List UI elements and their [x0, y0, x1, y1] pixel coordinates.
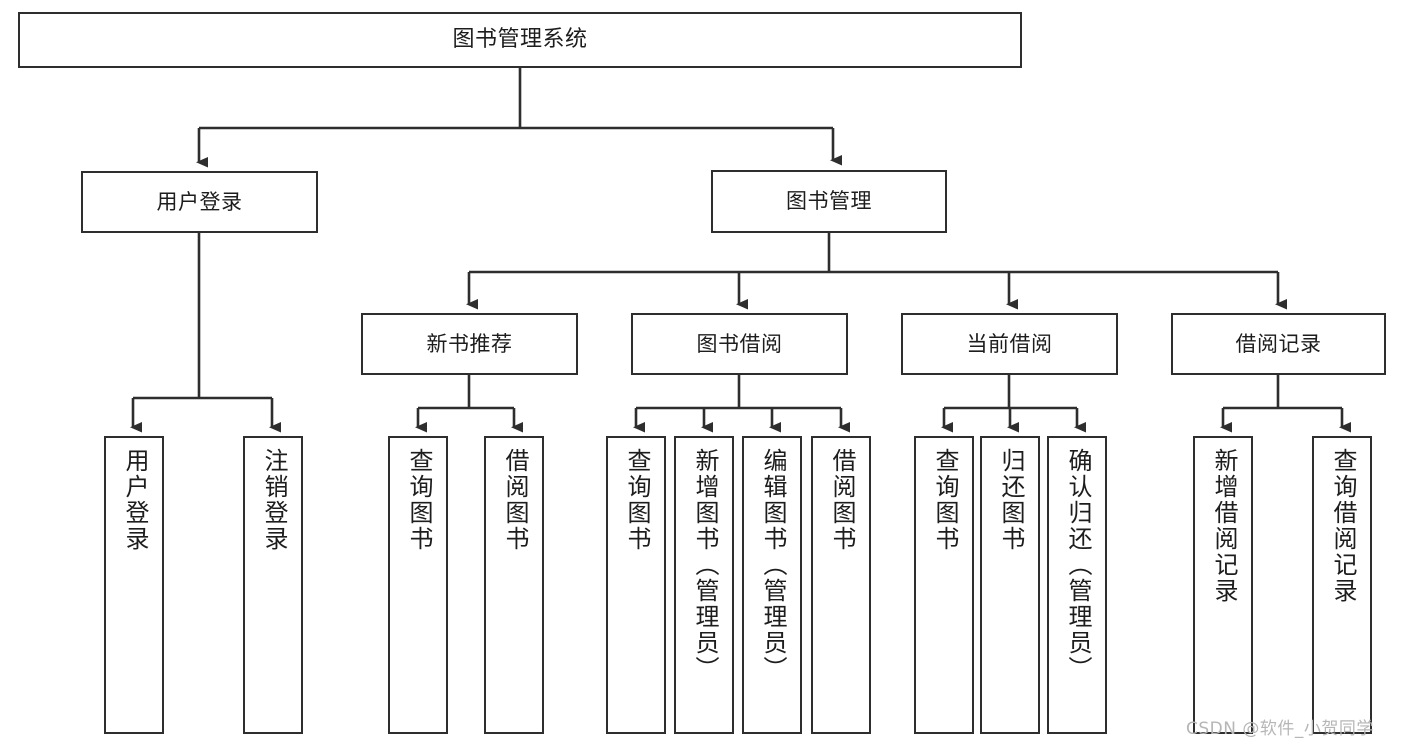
- node-label: 查询借阅记录: [1328, 448, 1357, 604]
- node-label: 归还图书: [996, 448, 1025, 552]
- leaf-new-book-borrow[interactable]: 借阅图书: [484, 436, 544, 734]
- node-user-login[interactable]: 用户登录: [81, 171, 318, 233]
- leaf-new-book-query[interactable]: 查询图书: [388, 436, 448, 734]
- node-label: 查询图书: [622, 448, 651, 552]
- node-label: 用户登录: [120, 448, 149, 552]
- leaf-current-borrow-confirm-return[interactable]: 确认归还（管理员）: [1047, 436, 1107, 734]
- node-root-book-management-system[interactable]: 图书管理系统: [18, 12, 1022, 68]
- node-current-borrow[interactable]: 当前借阅: [901, 313, 1118, 375]
- node-label: 借阅记录: [1235, 331, 1322, 356]
- leaf-borrow-record-query[interactable]: 查询借阅记录: [1312, 436, 1372, 734]
- node-label: 新书推荐: [426, 331, 513, 356]
- leaf-book-borrow-edit[interactable]: 编辑图书（管理员）: [742, 436, 802, 734]
- leaf-current-borrow-return[interactable]: 归还图书: [980, 436, 1040, 734]
- node-label: 图书管理: [786, 189, 872, 214]
- node-label: 图书管理系统: [452, 27, 588, 53]
- node-borrow-record[interactable]: 借阅记录: [1171, 313, 1386, 375]
- node-new-book-recommend[interactable]: 新书推荐: [361, 313, 578, 375]
- leaf-book-borrow-query[interactable]: 查询图书: [606, 436, 666, 734]
- node-label: 新增借阅记录: [1209, 448, 1238, 604]
- node-label: 查询图书: [930, 448, 959, 552]
- node-label: 借阅图书: [500, 448, 529, 552]
- node-label: 编辑图书（管理员）: [758, 448, 787, 682]
- node-label: 当前借阅: [966, 331, 1053, 356]
- node-label: 用户登录: [156, 189, 243, 214]
- leaf-borrow-record-add[interactable]: 新增借阅记录: [1193, 436, 1253, 734]
- leaf-book-borrow-add[interactable]: 新增图书（管理员）: [674, 436, 734, 734]
- node-book-borrow[interactable]: 图书借阅: [631, 313, 848, 375]
- node-label: 图书借阅: [696, 331, 783, 356]
- node-label: 查询图书: [404, 448, 433, 552]
- leaf-book-borrow-lend[interactable]: 借阅图书: [811, 436, 871, 734]
- node-label: 注销登录: [259, 448, 288, 552]
- node-label: 确认归还（管理员）: [1063, 448, 1092, 682]
- node-label: 新增图书（管理员）: [690, 448, 719, 682]
- leaf-user-login-signin[interactable]: 用户登录: [104, 436, 164, 734]
- leaf-user-login-signout[interactable]: 注销登录: [243, 436, 303, 734]
- node-label: 借阅图书: [827, 448, 856, 552]
- leaf-current-borrow-query[interactable]: 查询图书: [914, 436, 974, 734]
- node-book-management[interactable]: 图书管理: [711, 170, 947, 233]
